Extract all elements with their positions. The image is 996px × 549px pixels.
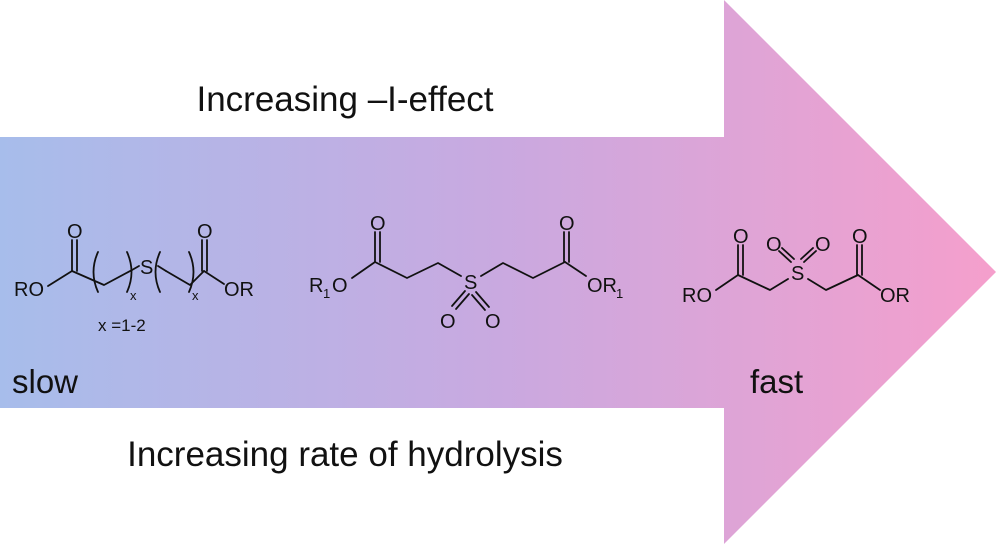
m2-atom-so-o-left: O [440,311,456,333]
m1-subscript-x-2: x [192,288,199,303]
m1-bond-s-c [157,265,167,272]
m3-atom-or: OR [880,285,910,307]
m2-chain-left [374,261,462,279]
m3-atom-ro: RO [682,285,712,307]
m1-atom-s: S [140,257,153,279]
m3-atom-s: S [791,263,804,285]
m2-atom-o-top-left: O [370,213,386,235]
m1-bond-ro-c [47,270,73,287]
m3-so-double-1b [781,247,795,260]
m1-subscript-x-1: x [130,288,137,303]
m3-atom-so-o-right: O [815,234,831,256]
m3-atom-so-o-left: O [766,234,782,256]
m1-x-range-note: x =1-2 [98,316,146,335]
m3-atom-o-top-left: O [733,226,749,248]
m2-so-double-1b [455,293,470,310]
fast-label: fast [750,363,803,400]
m3-so-double-2a [803,250,817,263]
m2-atom-r: R [309,275,323,297]
m3-bond-c-or [857,274,881,291]
molecule-sulfonyl-diacetate: O O RO S O O OR [682,226,910,307]
m2-atom-o-top-right: O [559,213,575,235]
m1-atom-ro: RO [14,279,44,301]
m2-atom-o-ester-left: O [332,275,348,297]
m3-so-double-1a [778,250,792,263]
m3-so-double-2b [800,247,814,260]
m2-subscript-1-left: 1 [323,286,330,301]
m1-paren-2 [126,251,133,293]
m2-chain-right [480,261,566,279]
bottom-caption: Increasing rate of hydrolysis [127,435,563,474]
m1-bond-c-or [203,270,225,285]
m2-atom-or: OR [587,275,617,297]
m2-so-double-1a [451,290,466,307]
top-caption: Increasing –I-effect [196,80,493,119]
m2-so-double-2a [475,291,490,308]
m3-chain-left [737,274,789,291]
m1-paren-1 [92,251,99,293]
m3-bond-ro-c [715,274,739,291]
slow-label: slow [12,363,78,400]
m1-chain-left [71,269,133,286]
m2-atom-so-o-right: O [485,311,501,333]
m2-bond-c-or [564,261,587,277]
m3-chain-right [807,274,859,291]
m2-atom-s: S [464,272,477,294]
m1-atom-o-top-left: O [67,221,83,243]
m1-paren-4 [188,251,195,293]
molecule-thioether-diester: O O RO S OR x x x =1-2 [14,221,254,335]
m3-atom-o-top-right: O [852,226,868,248]
m1-chain-right [165,270,205,286]
m1-paren-3 [154,251,161,293]
molecule-sulfone-dipropanoate: O O R 1 O S O O OR 1 [309,213,623,333]
m2-subscript-1-right: 1 [616,286,623,301]
m1-atom-or: OR [224,279,254,301]
m1-atom-o-top-right: O [197,221,213,243]
m2-so-double-2b [471,294,486,311]
m1-bond-c-s [131,265,140,271]
m2-bond-o-c [351,261,376,279]
